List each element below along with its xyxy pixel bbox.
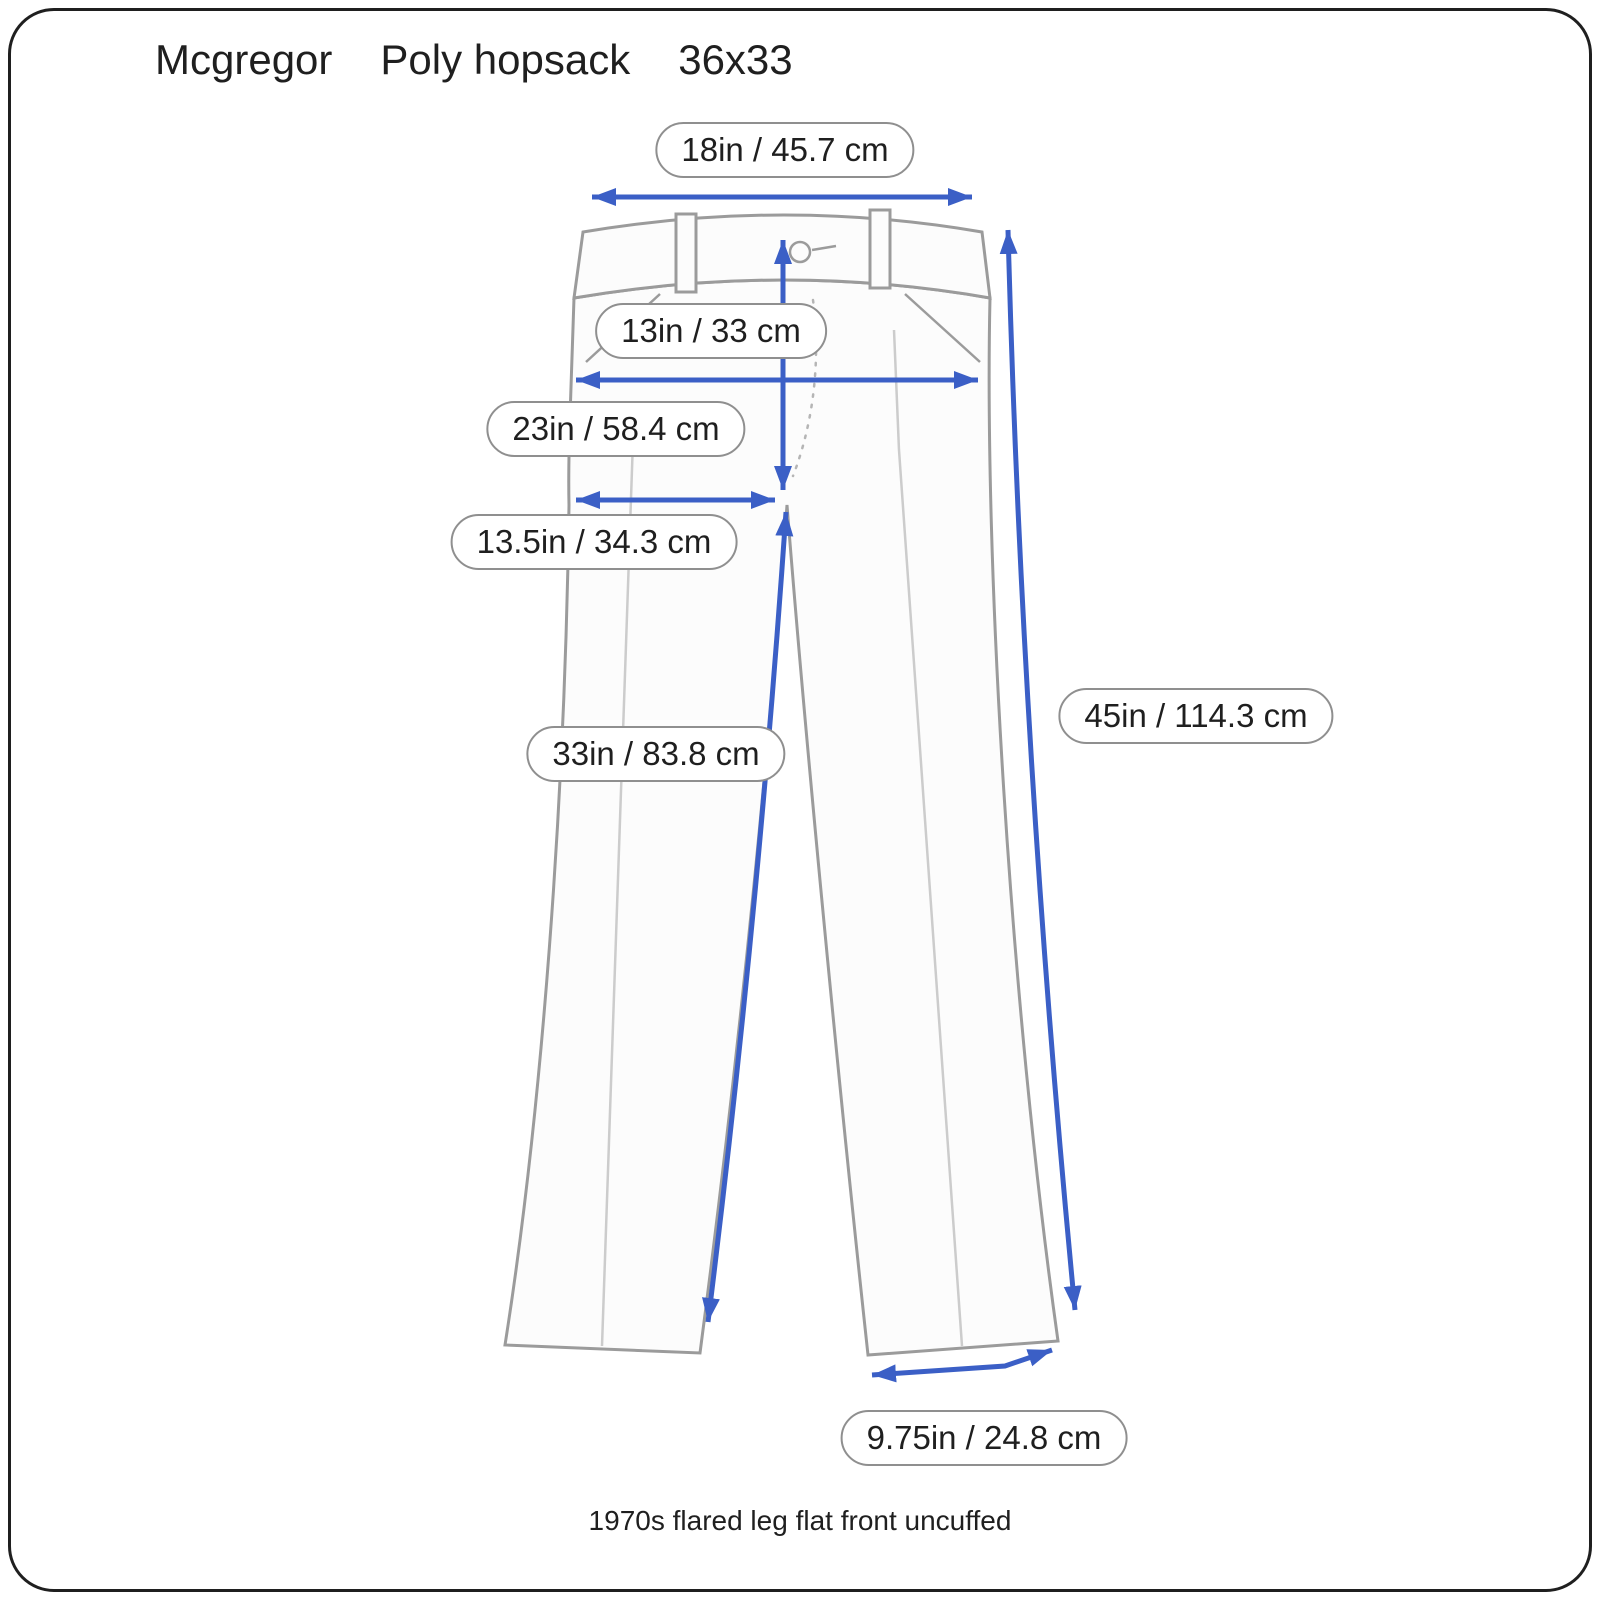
leg-opening-arrow bbox=[871, 1347, 1053, 1383]
crease-left-leg bbox=[600, 439, 635, 1347]
hip-measurement-pill: 23in / 58.4 cm bbox=[486, 401, 746, 457]
brand-label: Mcgregor bbox=[155, 36, 333, 83]
rise-measurement-pill: 13in / 33 cm bbox=[595, 303, 827, 359]
garment-description: 1970s flared leg flat front uncuffed bbox=[588, 1505, 1012, 1536]
crease-right-leg bbox=[892, 329, 964, 1347]
belt-loop-left bbox=[674, 212, 698, 294]
outseam-arrow bbox=[999, 229, 1082, 1311]
outseam-measurement-pill: 45in / 114.3 cm bbox=[1058, 688, 1334, 744]
pocket-right bbox=[904, 293, 981, 363]
thigh-measurement-pill: 13.5in / 34.3 cm bbox=[450, 514, 738, 570]
inseam-arrow bbox=[702, 511, 794, 1323]
inseam-measurement-pill: 33in / 83.8 cm bbox=[526, 726, 786, 782]
belt-loop-right bbox=[868, 208, 892, 290]
page-title: Mcgregor Poly hopsack 36x33 bbox=[155, 36, 793, 84]
measurement-arrows bbox=[576, 188, 1082, 1383]
leg-opening-measurement-pill: 9.75in / 24.8 cm bbox=[840, 1410, 1128, 1466]
size-label: 36x33 bbox=[678, 36, 793, 83]
fabric-label: Poly hopsack bbox=[380, 36, 631, 83]
waist-measurement-pill: 18in / 45.7 cm bbox=[655, 122, 915, 178]
button-tab bbox=[811, 244, 837, 252]
